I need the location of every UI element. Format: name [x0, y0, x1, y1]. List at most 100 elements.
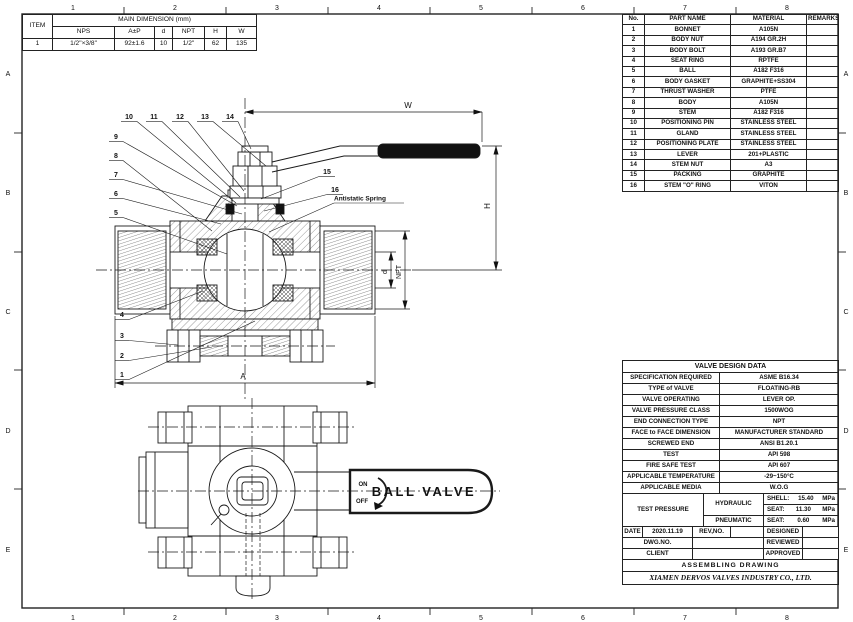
main-dim-col-header: H	[204, 26, 227, 39]
callout-leaders	[109, 121, 404, 380]
grid-row-right: A	[844, 71, 849, 78]
approved-label: APPROVED	[763, 548, 803, 560]
grid-col-top: 2	[173, 5, 177, 12]
grid-row-left: C	[5, 309, 10, 316]
grid-col-bottom: 5	[479, 615, 483, 622]
callout-15: 15	[323, 169, 331, 176]
dimension-lines	[114, 109, 502, 388]
grid-col-top: 5	[479, 5, 483, 12]
lever-grip-plan	[348, 468, 494, 515]
grid-col-top: 6	[581, 5, 585, 12]
plan-view-labels: BALL VALVE ON OFF	[356, 482, 476, 505]
dim-d-label: d	[382, 270, 389, 274]
grid-row-right: B	[844, 190, 849, 197]
title-block-table: DATE 2020.11.19 REV,NO. DESIGNED DWG.NO.…	[622, 526, 839, 585]
main-dim-cell: 1/2"×3/8"	[52, 38, 115, 51]
dim-npt-label: NPT	[396, 264, 403, 279]
callout-numbers: 10 11 12 13 14 9 8 7 6 5 4 3 2 1 15 16 A…	[114, 114, 386, 379]
handle-brand-label: BALL VALVE	[372, 484, 476, 499]
grid-col-top: 4	[377, 5, 381, 12]
main-dim-title: MAIN DIMENSION (mm)	[51, 14, 258, 27]
main-dim-col-header: W	[225, 26, 258, 39]
dimension-labels: W H d NPT A	[240, 101, 492, 381]
callout-13: 13	[201, 114, 209, 121]
reviewed-value	[802, 537, 839, 549]
dim-w-label: W	[404, 101, 412, 110]
grid-row-left: A	[6, 71, 11, 78]
grid-row-right: D	[843, 428, 848, 435]
hydraulic-label: HYDRAULIC	[703, 493, 764, 516]
grid-col-top: 3	[275, 5, 279, 12]
plan-view	[138, 398, 500, 599]
cross-section-view	[96, 98, 481, 400]
dim-a-label: A	[240, 372, 246, 381]
main-dimension-table: ITEM MAIN DIMENSION (mm) NPS A±P d NPT H…	[22, 14, 258, 51]
client-label: CLIENT	[622, 548, 693, 560]
designed-label: DESIGNED	[763, 526, 803, 538]
designed-value	[802, 526, 839, 538]
parts-header-remarks: REMARKS	[806, 13, 839, 26]
antistatic-spring-label: Antistatic Spring	[334, 196, 386, 203]
callout-12: 12	[176, 114, 184, 121]
callout-9: 9	[114, 134, 118, 141]
pneumatic-label: PNEUMATIC	[703, 515, 764, 527]
main-dim-col-header: A±P	[114, 26, 155, 39]
grid-row-left: D	[5, 428, 10, 435]
main-dim-cell: 1	[22, 38, 53, 51]
dim-h-label: H	[483, 203, 492, 209]
date-label: DATE	[622, 526, 643, 538]
design-data-table: VALVE DESIGN DATA SPECIFICATION REQUIRED…	[622, 360, 839, 494]
callout-8: 8	[114, 153, 118, 160]
company-name: XIAMEN DERVOS VALVES INDUSTRY CO., LTD.	[622, 571, 839, 585]
callout-1: 1	[120, 372, 124, 379]
grid-row-left: B	[6, 190, 11, 197]
main-dim-cell: 92±1.6	[114, 38, 155, 51]
lever-grip-section	[377, 143, 481, 159]
approved-value	[802, 548, 839, 560]
handle-on-label: ON	[359, 482, 368, 488]
rev-value	[730, 526, 764, 538]
callout-2: 2	[120, 353, 124, 360]
callout-3: 3	[120, 333, 124, 340]
grid-row-left: E	[6, 547, 11, 554]
callout-6: 6	[114, 191, 118, 198]
reviewed-label: REVIEWED	[763, 537, 803, 549]
valve-design-data-block: VALVE DESIGN DATA SPECIFICATION REQUIRED…	[622, 360, 839, 585]
grid-col-bottom: 2	[173, 615, 177, 622]
sheet-frame	[14, 7, 846, 615]
main-dim-cell: 135	[225, 38, 258, 51]
main-dim-cell: 62	[204, 38, 227, 51]
grid-row-right: C	[843, 309, 848, 316]
callout-14: 14	[226, 114, 234, 121]
dwg-no-label: DWG.NO.	[622, 537, 693, 549]
parts-header-no: No.	[622, 13, 645, 26]
grid-col-bottom: 1	[71, 615, 75, 622]
callout-16: 16	[331, 187, 339, 194]
main-dim-col-header: d	[154, 26, 173, 39]
grid-col-top: 7	[683, 5, 687, 12]
callout-4: 4	[120, 312, 124, 319]
dwg-no-value	[692, 537, 764, 549]
grid-col-bottom: 8	[785, 615, 789, 622]
grid-col-bottom: 6	[581, 615, 585, 622]
rev-label: REV,NO.	[692, 526, 731, 538]
handle-off-label: OFF	[356, 499, 368, 505]
main-dim-col-header: NPS	[52, 26, 115, 39]
parts-header-material: MATERIAL	[730, 13, 807, 26]
design-data-title: VALVE DESIGN DATA	[622, 360, 839, 373]
drawing-type-title: ASSEMBLING DRAWING	[622, 559, 839, 572]
